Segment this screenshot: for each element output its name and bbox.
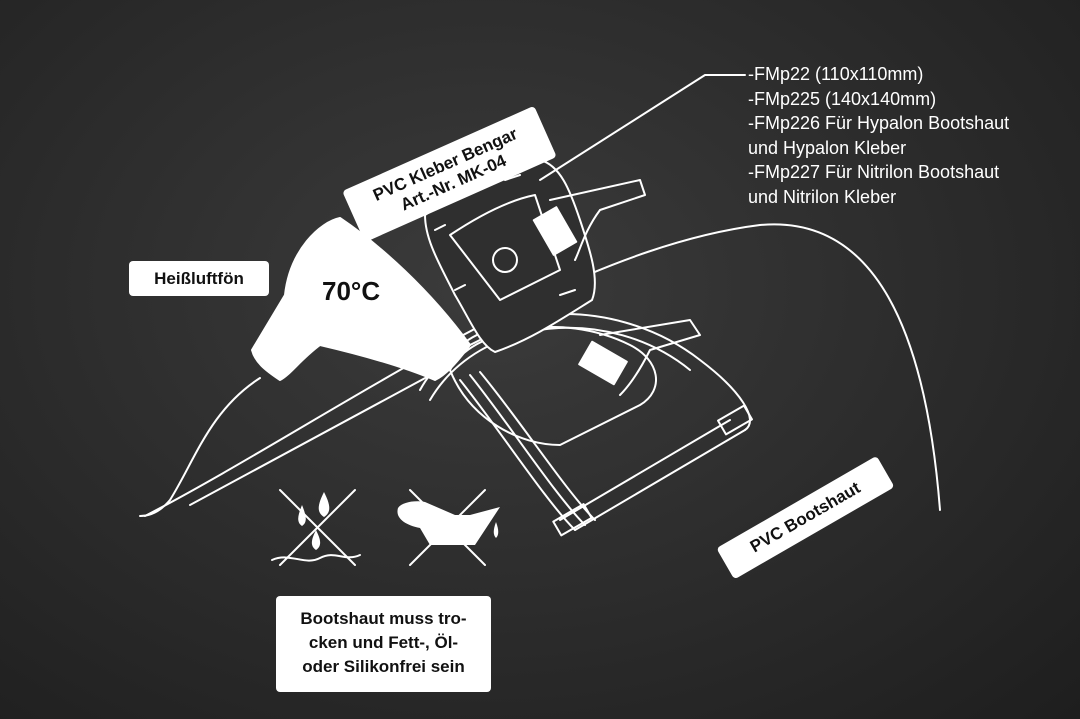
model-item: -FMp22 (110x110mm) bbox=[748, 64, 924, 84]
oil-can bbox=[397, 501, 500, 545]
model-item: und Hypalon Kleber bbox=[748, 137, 907, 158]
heat-gun-cable bbox=[139, 377, 261, 517]
note-line: cken und Fett-, Öl- bbox=[308, 633, 459, 652]
hull-stripe bbox=[459, 379, 576, 531]
no-water-icon bbox=[271, 489, 361, 566]
surface-note: Bootshaut muss tro- cken und Fett-, Öl- … bbox=[276, 596, 491, 692]
pointer-line bbox=[539, 74, 746, 181]
model-item: -FMp226 Für Hypalon Bootshaut bbox=[748, 113, 1010, 133]
heat-gun-label: Heißluftfön bbox=[129, 261, 269, 296]
model-item: -FMp227 Für Nitrilon Bootshaut bbox=[748, 162, 1000, 182]
guide-line bbox=[189, 369, 441, 506]
patch-hole bbox=[492, 247, 518, 273]
strap-brush bbox=[578, 340, 628, 386]
fitting-shadow bbox=[449, 326, 657, 446]
model-item: und Nitrilon Kleber bbox=[748, 186, 897, 207]
strap bbox=[599, 319, 701, 396]
hull-stripe bbox=[469, 374, 586, 526]
model-list: -FMp22 (110x110mm) -FMp225 (140x140mm) -… bbox=[748, 62, 1009, 209]
hull-stripe bbox=[574, 429, 746, 531]
patch-arrow bbox=[434, 174, 521, 231]
patch-arrow bbox=[454, 284, 576, 296]
hull-stripe bbox=[479, 371, 596, 521]
water-drops bbox=[298, 492, 330, 550]
hull-stripe bbox=[559, 419, 731, 521]
note-line: Bootshaut muss tro- bbox=[300, 609, 467, 628]
temperature-label: 70°C bbox=[322, 276, 381, 306]
model-item: -FMp225 (140x140mm) bbox=[748, 88, 937, 109]
strap bbox=[549, 179, 646, 261]
heat-gun-body bbox=[251, 217, 471, 381]
strap-brush bbox=[532, 206, 578, 256]
hull-outline bbox=[144, 223, 941, 517]
note-line: oder Silikonfrei sein bbox=[302, 657, 465, 676]
